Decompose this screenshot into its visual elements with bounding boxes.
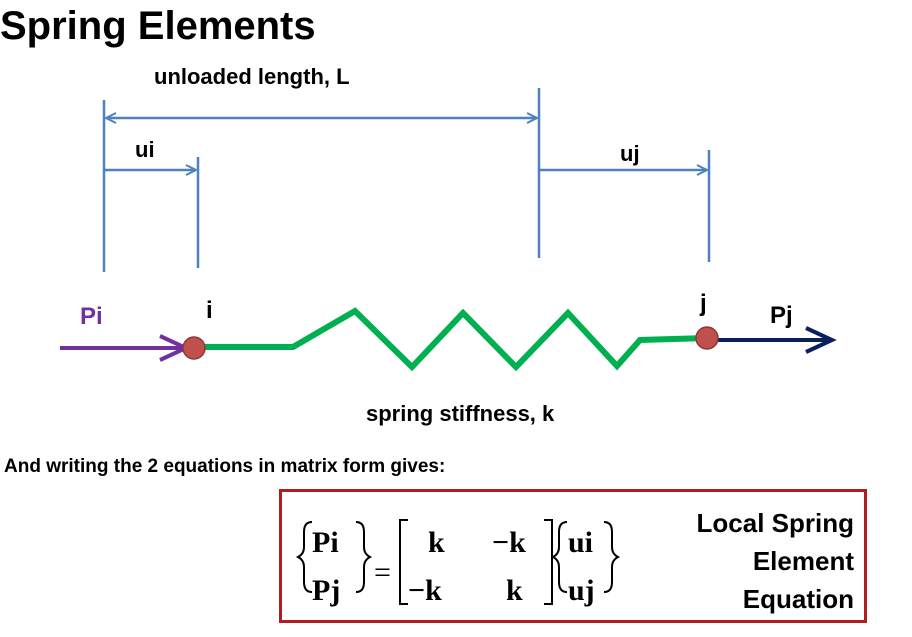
equals-sign: = xyxy=(374,556,391,589)
matrix-k21: −k xyxy=(408,574,442,607)
equation-label-line-1: Local Spring xyxy=(696,508,854,538)
equation-label-line-3: Equation xyxy=(742,584,854,614)
force-pj-arrowhead xyxy=(805,326,837,354)
lhs-right-brace xyxy=(355,521,373,593)
equation-label: Local Spring Element Equation xyxy=(697,504,854,618)
matrix-k22: k xyxy=(506,574,523,607)
matrix-left-bracket xyxy=(399,519,408,605)
matrix-caption: And writing the 2 equations in matrix fo… xyxy=(4,456,446,477)
equation-label-line-2: Element xyxy=(752,546,854,576)
rhs-uj: uj xyxy=(568,574,595,607)
equation-box: Pi Pj = k −k −k k ui uj Local Spring Ele… xyxy=(279,489,867,623)
node-i xyxy=(182,336,206,360)
matrix-equation: Pi Pj = k −k −k k ui uj xyxy=(295,519,621,607)
rhs-left-brace xyxy=(550,521,568,593)
rhs-ui: ui xyxy=(568,526,593,559)
matrix-k12: −k xyxy=(492,526,526,559)
node-j-label: j xyxy=(699,290,707,317)
force-pj-label: Pj xyxy=(770,302,793,329)
node-j xyxy=(695,326,719,350)
lhs-pi: Pi xyxy=(312,526,339,559)
lhs-left-brace xyxy=(295,521,313,593)
node-i-label: i xyxy=(206,297,213,324)
page-title: Spring Elements xyxy=(0,4,316,48)
unloaded-length-label: unloaded length, L xyxy=(154,64,350,89)
ui-label: ui xyxy=(135,137,155,162)
spring-zigzag xyxy=(194,307,708,372)
force-pi-label: Pi xyxy=(80,303,103,330)
matrix-k11: k xyxy=(428,526,445,559)
lhs-pj: Pj xyxy=(312,574,340,607)
uj-label: uj xyxy=(620,141,640,166)
matrix-right-bracket xyxy=(544,519,553,605)
spring-stiffness-label: spring stiffness, k xyxy=(366,401,555,426)
rhs-right-brace xyxy=(603,521,621,593)
